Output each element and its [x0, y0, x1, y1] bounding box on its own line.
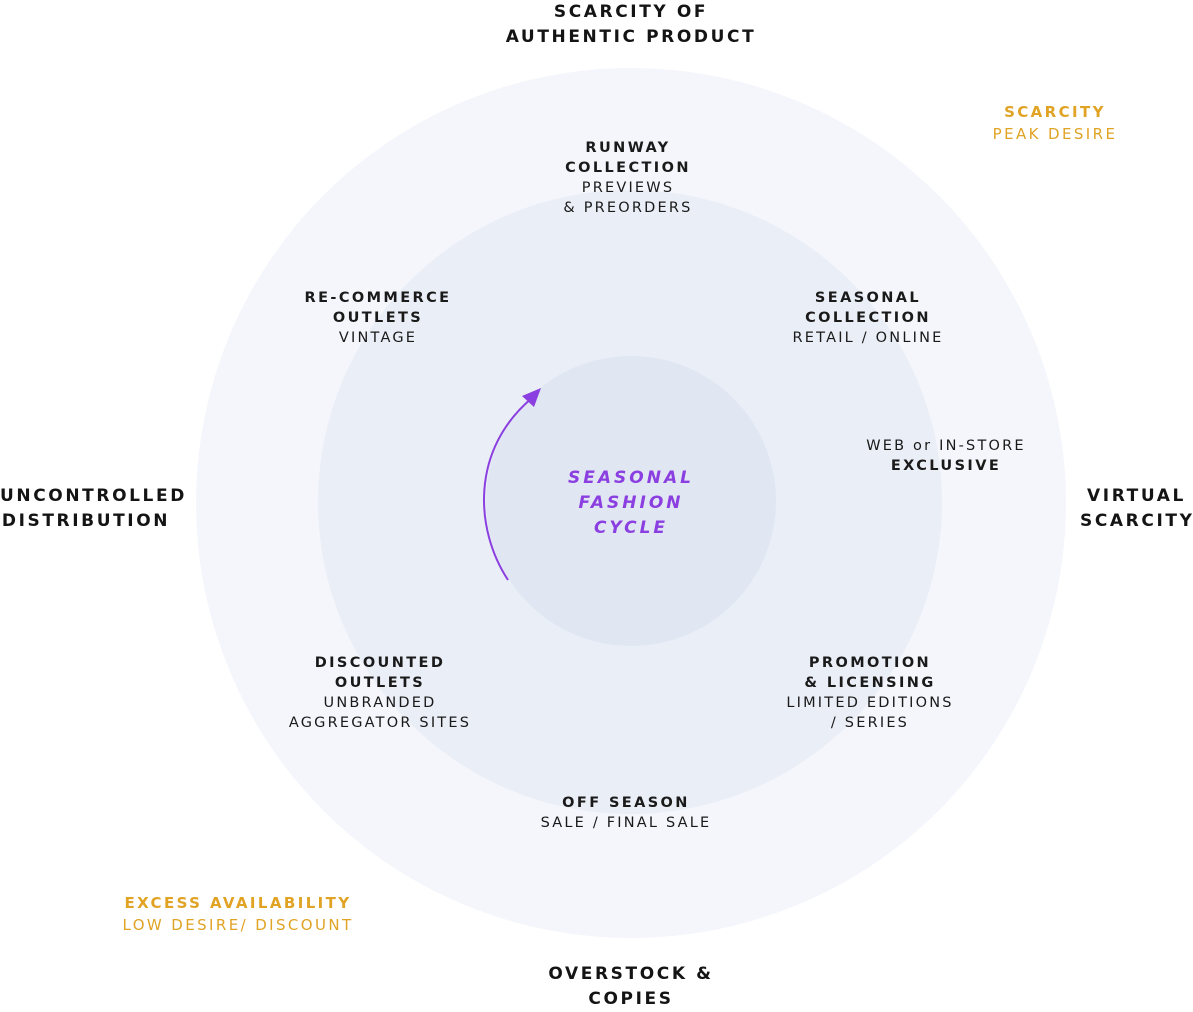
cycle-arrow-head — [522, 388, 541, 407]
zone-excess: EXCESS AVAILABILITY LOW DESIRE/ DISCOUNT — [108, 892, 368, 936]
stage-recommerce: RE-COMMERCE OUTLETS VINTAGE — [304, 290, 452, 346]
stage-seasonal: SEASONAL COLLECTION RETAIL / ONLINE — [792, 290, 944, 346]
zone-scarcity-subtitle: PEAK DESIRE — [992, 125, 1118, 143]
axis-bottom-label: OVERSTOCK &COPIES — [548, 964, 714, 1009]
cycle-arrow-icon — [483, 388, 541, 581]
cycle-arrow-path — [483, 397, 533, 581]
stage-runway: RUNWAY COLLECTION PREVIEWS & PREORDERS — [563, 140, 693, 216]
stage-offseason: OFF SEASON SALE / FINAL SALE — [540, 795, 712, 831]
stage-discounted: DISCOUNTED OUTLETS UNBRANDED AGGREGATOR … — [288, 655, 472, 731]
stage-promotion: PROMOTION & LICENSING LIMITED EDITIONS /… — [786, 655, 954, 731]
zone-excess-subtitle: LOW DESIRE/ DISCOUNT — [122, 916, 354, 934]
zone-scarcity: SCARCITY PEAK DESIRE — [975, 101, 1135, 145]
zone-scarcity-title: SCARCITY — [1004, 103, 1106, 121]
zone-excess-title: EXCESS AVAILABILITY — [124, 894, 352, 912]
stage-exclusive: WEB or IN-STORE EXCLUSIVE — [866, 438, 1026, 474]
